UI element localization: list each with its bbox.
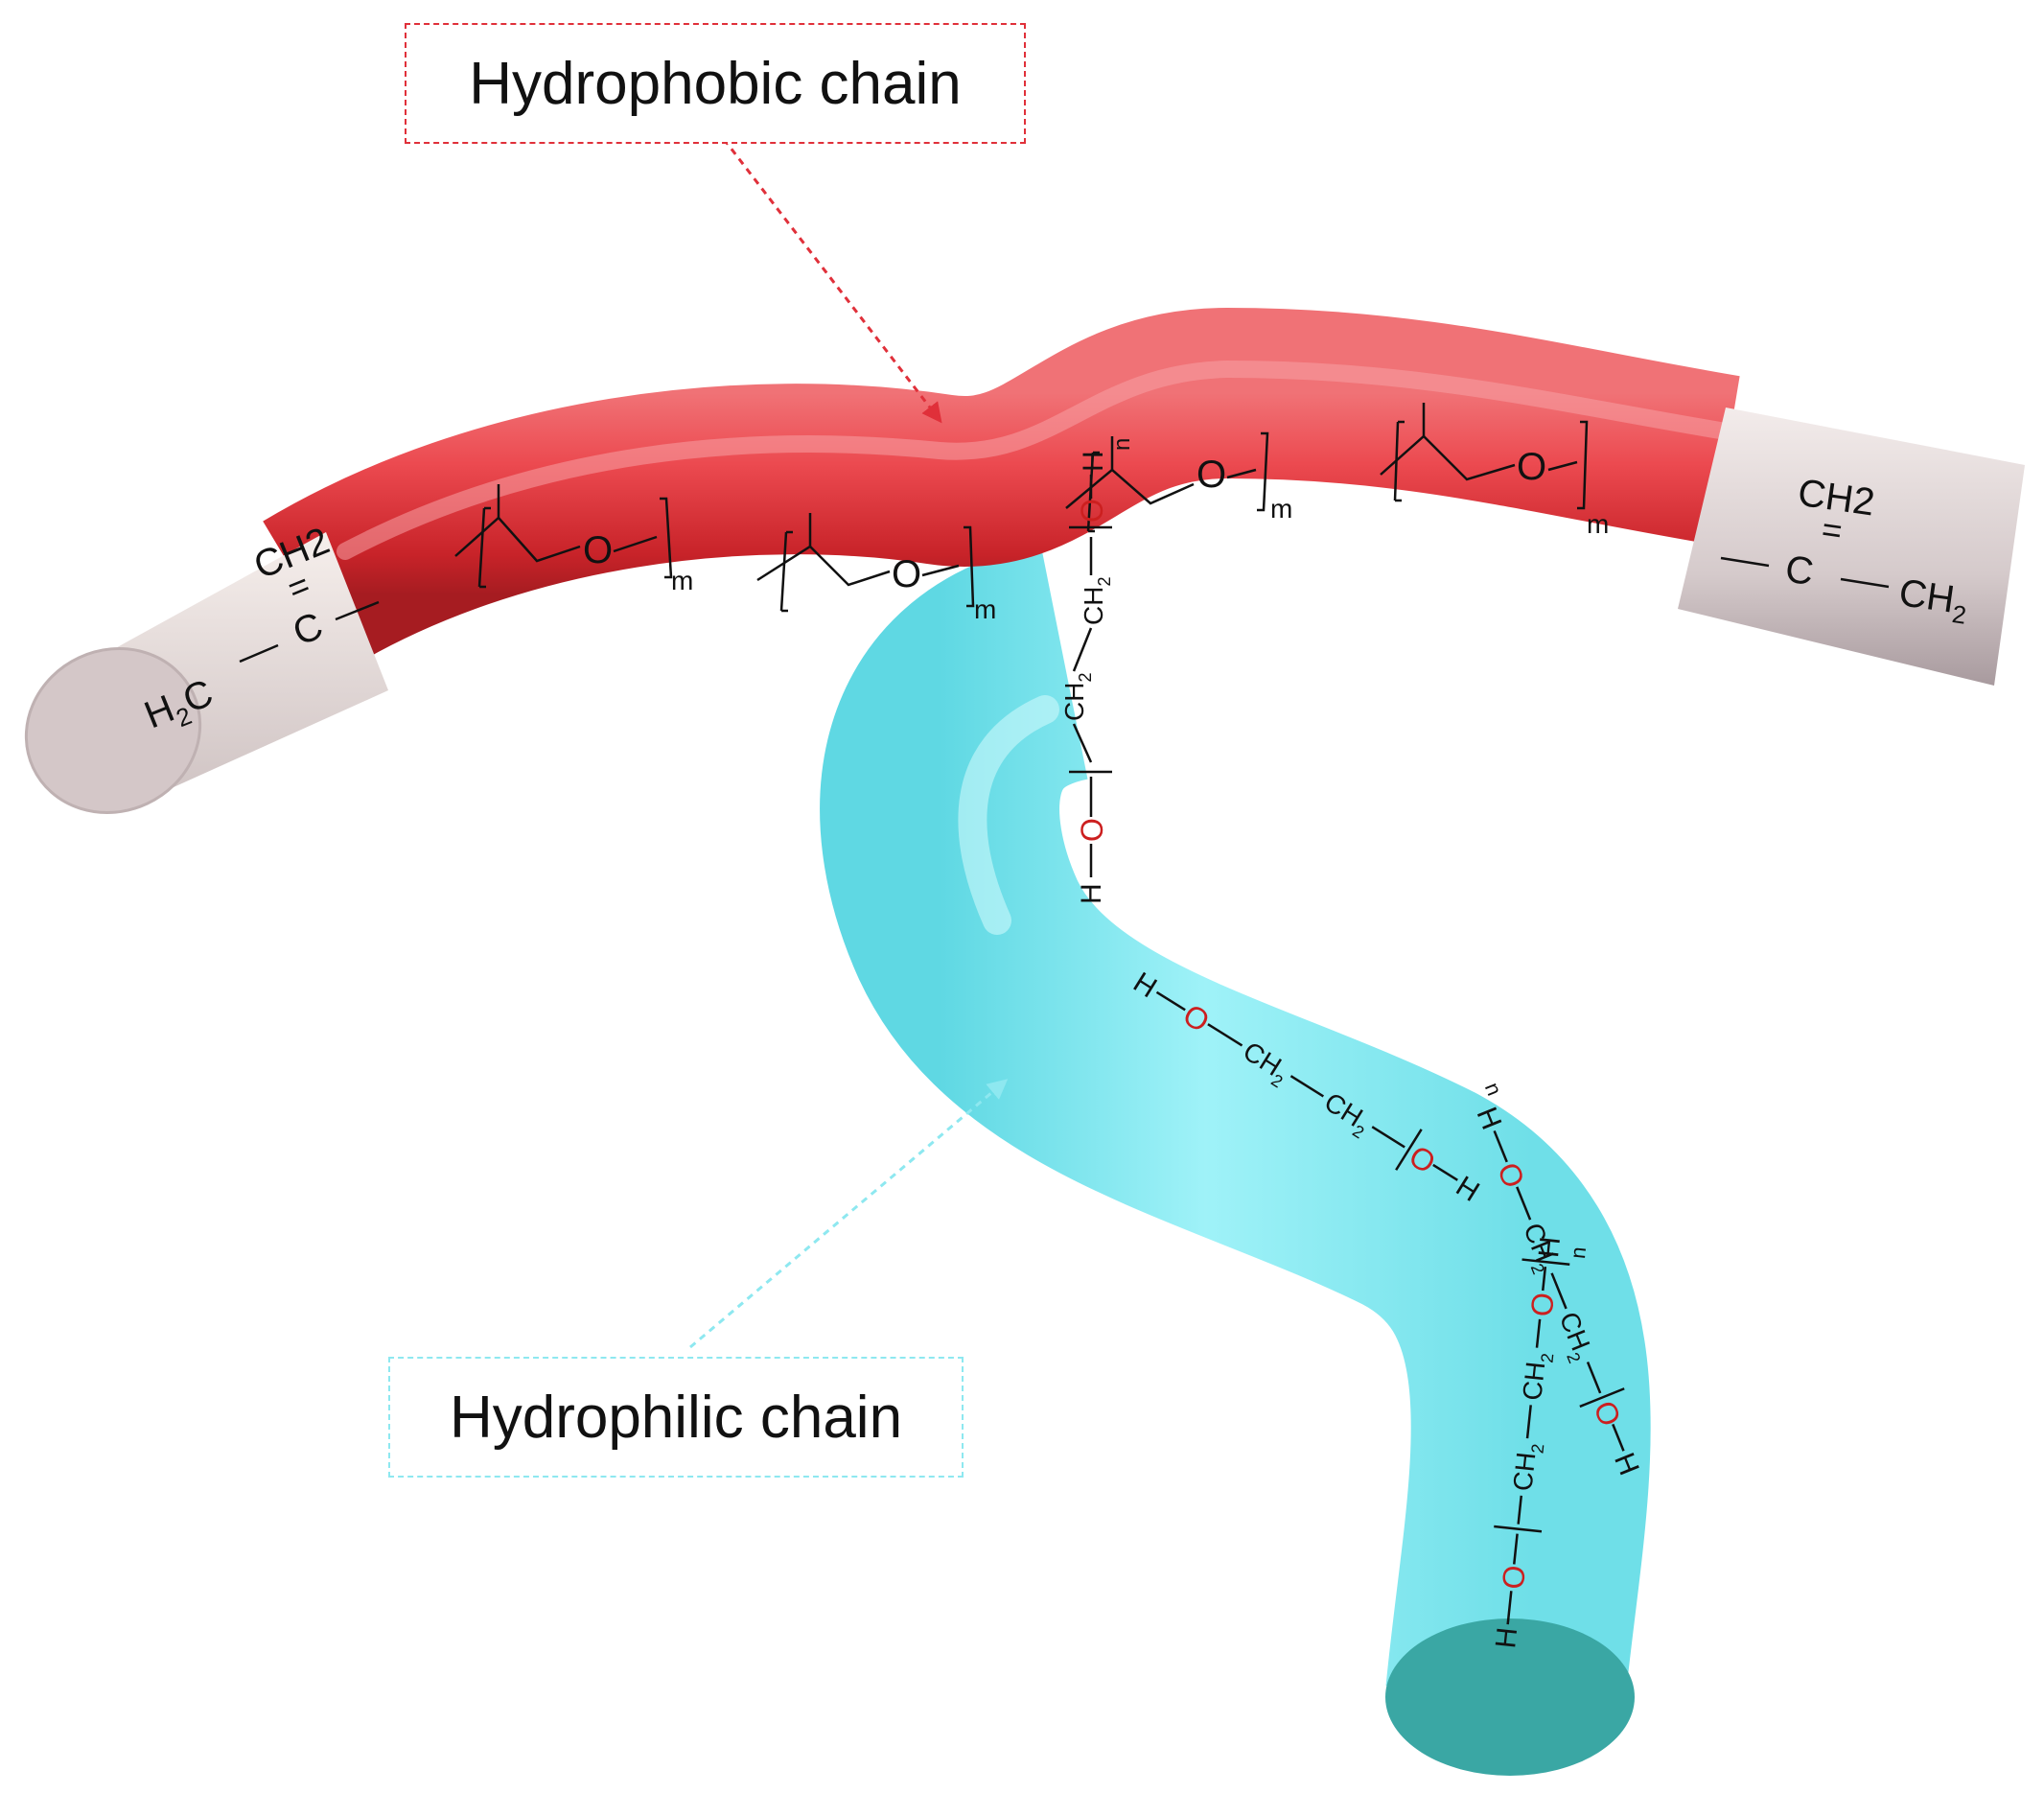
subscript-m: m — [671, 566, 693, 595]
oxygen-label: O — [1496, 1564, 1532, 1592]
hydrogen-label: H — [1533, 1235, 1567, 1259]
svg-text:CH2: CH2 — [1507, 1441, 1547, 1493]
oxygen-label: O — [1196, 454, 1226, 496]
hydrophobic-repeat-unit-3: O m — [1065, 431, 1292, 533]
right-ch-subscript: 2 — [1950, 599, 1968, 630]
svg-text:CH2: CH2 — [1059, 673, 1095, 721]
left-end-cap — [24, 532, 388, 814]
ch2-subscript: 2 — [1095, 577, 1114, 587]
ch2-subscript: 2 — [1528, 1443, 1548, 1455]
subscript-m: m — [1587, 509, 1609, 539]
right-end-group-formula: CH2 = C CH2 — [1720, 472, 1971, 630]
hydrophilic-repeat-unit-1: H O CH2 CH2 O H n — [1059, 438, 1135, 904]
hydrophobic-callout-box: Hydrophobic chain — [405, 23, 1026, 144]
oxygen-label: O — [1517, 446, 1546, 488]
hydrophobic-repeat-unit-1: O m — [454, 484, 693, 595]
hydrogen-label: H — [1078, 451, 1109, 472]
oxygen-label: O — [583, 529, 613, 571]
left-end-group-formula: CH2 = C H2C — [139, 520, 380, 736]
hydrophilic-callout-label: Hydrophilic chain — [449, 1384, 903, 1451]
subscript-m: m — [974, 594, 996, 624]
ch2-subscript: 2 — [1537, 1352, 1557, 1363]
svg-text:CH2: CH2 — [1517, 1351, 1557, 1403]
hydrophilic-end-cap — [1385, 1618, 1635, 1776]
hydrophobic-callout-arrow — [722, 138, 942, 424]
hydrophilic-callout-box: Hydrophilic chain — [388, 1357, 964, 1478]
oxygen-label: O — [1524, 1291, 1561, 1318]
ch2-label: CH — [1059, 683, 1089, 721]
ch2-label: CH — [1517, 1361, 1550, 1402]
hydrophobic-tube — [263, 307, 1740, 668]
hydrophobic-callout-label: Hydrophobic chain — [469, 50, 962, 117]
hydrophilic-repeat-unit-4: H O CH2 CH2 O H n — [1490, 1235, 1591, 1650]
hydrophilic-tube — [820, 544, 1651, 1776]
svg-text:CH2: CH2 — [1895, 571, 1971, 630]
subscript-m: m — [1270, 494, 1292, 524]
right-ch-label: CH — [1896, 571, 1957, 621]
subscript-n: n — [1566, 1246, 1591, 1260]
ch2-subscript: 2 — [1076, 673, 1095, 683]
oxygen-label: O — [1075, 499, 1109, 523]
hydrophobic-repeat-unit-2: O m — [756, 513, 996, 624]
hydrogen-label: H — [1076, 883, 1107, 904]
hydrophilic-callout-arrow — [689, 1079, 1009, 1349]
hydrogen-label: H — [1490, 1626, 1523, 1650]
ch2-label: CH — [1507, 1451, 1541, 1492]
right-end-cap — [1678, 408, 2025, 686]
oxygen-label: O — [892, 553, 921, 595]
hydrophobic-repeat-unit-4: O m — [1380, 403, 1609, 539]
oxygen-label: O — [1075, 818, 1109, 842]
svg-text:CH2: CH2 — [1079, 577, 1114, 625]
ch2-label: CH — [1079, 587, 1108, 625]
right-c-label: C — [1782, 547, 1816, 594]
subscript-n: n — [1109, 438, 1135, 451]
subscript-n: n — [1480, 1079, 1507, 1099]
